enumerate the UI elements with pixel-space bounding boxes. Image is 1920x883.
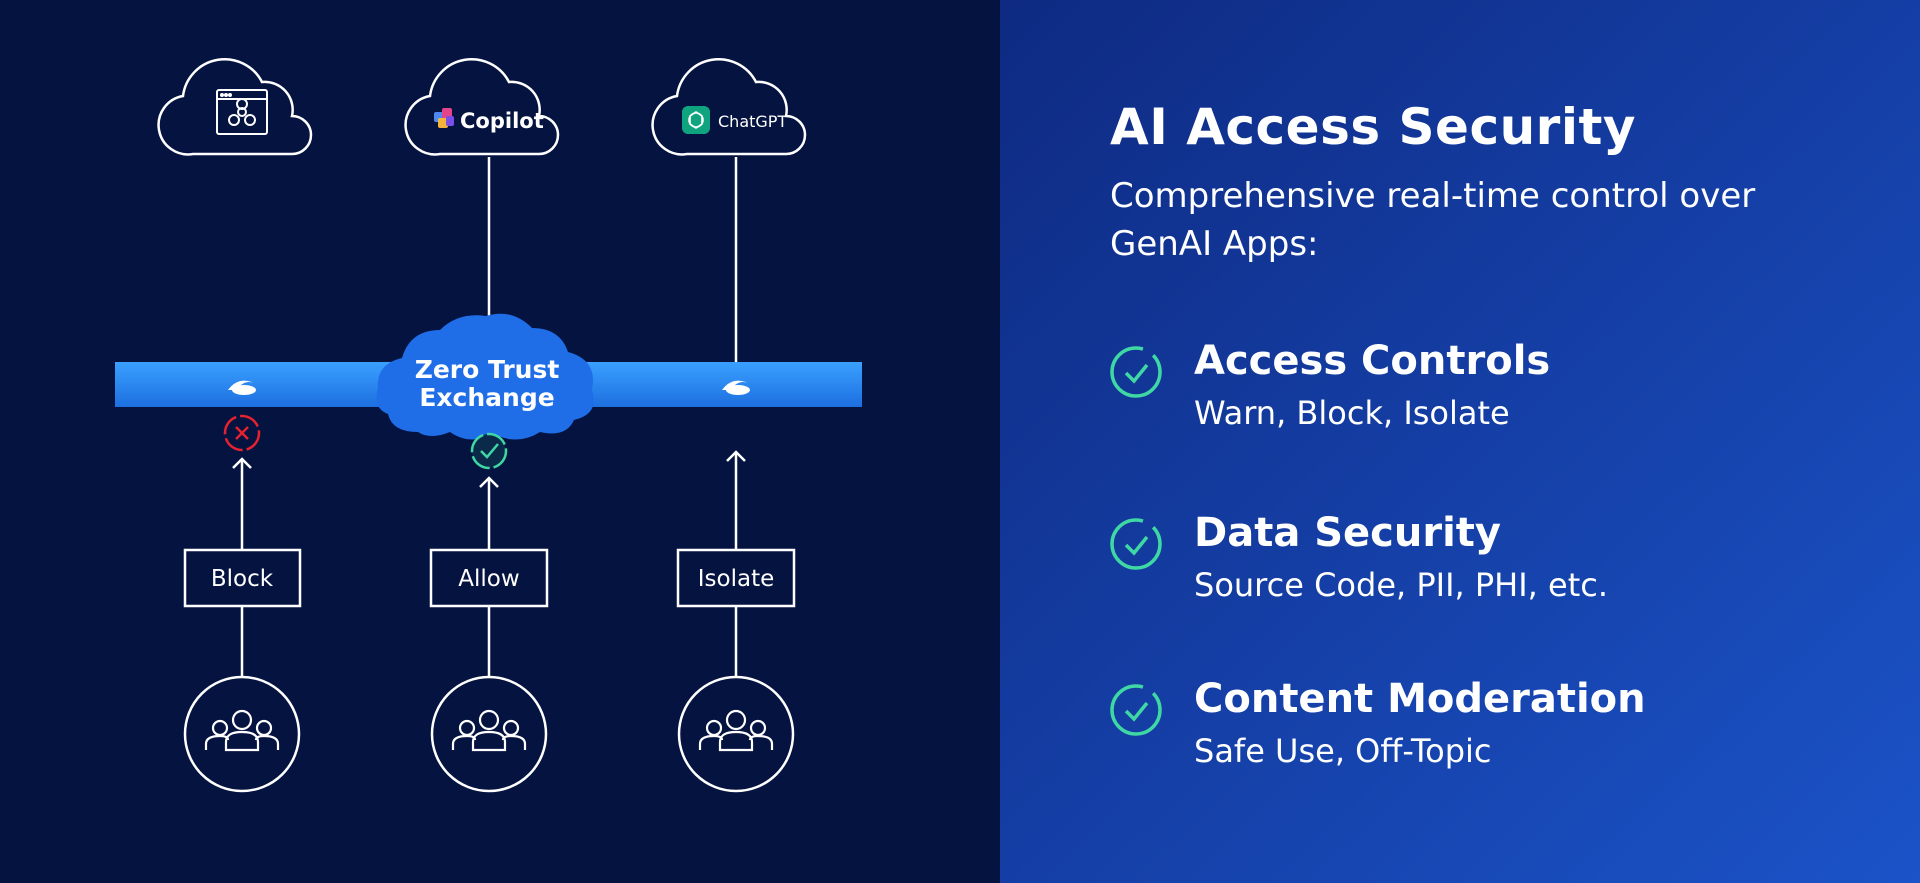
user-group-circle-2 xyxy=(430,675,548,793)
allow-action-label: Allow xyxy=(458,566,519,592)
block-action-label: Block xyxy=(211,566,274,592)
user-group-icon-1 xyxy=(204,709,280,752)
malicious-app-cloud xyxy=(157,58,313,156)
zscaler-logo-icon-right xyxy=(722,380,750,395)
info-panel: AI Access Security Comprehensive real-ti… xyxy=(1000,0,1920,883)
isolate-arrowhead xyxy=(726,450,746,462)
panel-background xyxy=(1000,0,1920,883)
zero-trust-exchange-cloud xyxy=(376,313,594,440)
feature-desc: Safe Use, Off-Topic xyxy=(1194,732,1492,770)
panel-subtitle: Comprehensive real-time control over Gen… xyxy=(1110,176,1756,264)
feature-title: Data Security xyxy=(1194,510,1501,556)
check-circle-icon xyxy=(1110,346,1162,398)
allow-action-box xyxy=(429,548,549,608)
panel-title: AI Access Security xyxy=(1110,98,1636,156)
feature-desc: Warn, Block, Isolate xyxy=(1194,394,1510,432)
chatgpt-cloud xyxy=(651,58,807,156)
chatgpt-logo-icon xyxy=(682,106,710,134)
blocked-x-icon xyxy=(223,414,261,452)
block-action-box xyxy=(183,548,302,608)
copilot-logo-icon xyxy=(434,108,454,128)
block-arrowhead xyxy=(232,457,252,469)
exchange-title-line2: Exchange xyxy=(419,383,554,412)
zscaler-logo-icon-left xyxy=(228,380,256,395)
user-group-icon-3 xyxy=(698,709,774,752)
allowed-check-icon xyxy=(470,432,508,470)
feature-desc: Source Code, PII, PHI, etc. xyxy=(1194,566,1608,604)
allow-arrowhead xyxy=(479,476,499,488)
malicious-app-icon xyxy=(216,89,268,135)
feature-title: Access Controls xyxy=(1194,338,1551,384)
chatgpt-label: ChatGPT xyxy=(718,112,787,131)
copilot-label: Copilot xyxy=(460,109,544,133)
check-circle-icon xyxy=(1110,684,1162,736)
exchange-title-line1: Zero Trust xyxy=(415,355,560,384)
user-group-circle-3 xyxy=(677,675,795,793)
isolate-action-label: Isolate xyxy=(698,566,775,592)
user-group-circle-1 xyxy=(183,675,301,793)
isolate-action-box xyxy=(676,548,796,608)
check-circle-icon xyxy=(1110,518,1162,570)
feature-title: Content Moderation xyxy=(1194,676,1646,722)
copilot-cloud xyxy=(404,58,560,156)
user-group-icon-2 xyxy=(451,709,527,752)
